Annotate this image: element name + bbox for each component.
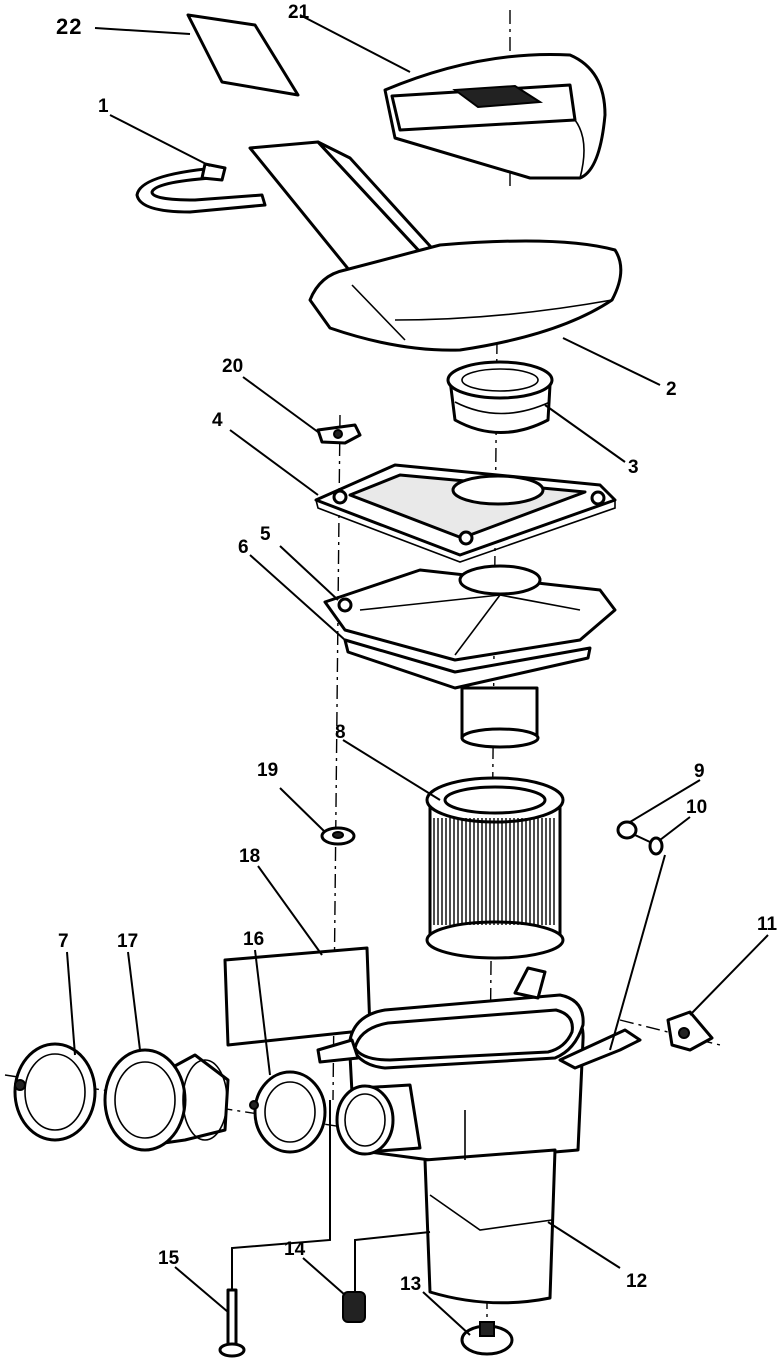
part-6-gasket <box>343 638 592 749</box>
label-7: 7 <box>58 931 69 952</box>
label-19: 19 <box>257 760 278 781</box>
part-16-clamp <box>249 1070 327 1154</box>
label-1: 1 <box>98 96 109 117</box>
part-11-clip <box>666 1010 714 1052</box>
part-17-intake-boot <box>103 1048 230 1152</box>
part-9-screw <box>616 820 651 843</box>
part-2-intake-silencer <box>248 140 623 352</box>
label-21: 21 <box>288 2 310 23</box>
part-10-washer <box>648 836 664 856</box>
label-11: 11 <box>757 914 778 935</box>
label-18: 18 <box>239 846 260 867</box>
part-20-nut <box>316 423 362 445</box>
part-14-grommet <box>342 1291 366 1323</box>
part-21-top-cover <box>383 52 607 180</box>
label-9: 9 <box>694 761 705 782</box>
part-4-cover-plate <box>314 463 617 563</box>
label-17: 17 <box>117 931 138 952</box>
label-2: 2 <box>666 379 677 400</box>
part-13-drain-valve <box>460 1321 514 1356</box>
housing-outlet <box>335 1083 422 1156</box>
part-labels: 22 21 1 2 3 20 4 5 6 8 19 9 10 11 18 7 1… <box>56 2 778 1295</box>
part-22-decal <box>186 13 300 97</box>
part-15-bolt <box>218 1288 246 1358</box>
label-8: 8 <box>335 722 346 743</box>
part-18-label-sheet <box>223 946 372 1047</box>
part-7-clamp <box>13 1042 97 1142</box>
label-13: 13 <box>400 1274 421 1295</box>
label-3: 3 <box>628 457 639 478</box>
leader-lines <box>66 14 769 1336</box>
part-8-filter-element <box>425 776 565 960</box>
label-12: 12 <box>626 1271 647 1292</box>
label-20: 20 <box>222 356 243 377</box>
part-5-airbox-lid <box>323 564 617 662</box>
label-15: 15 <box>158 1248 180 1269</box>
part-3-coupler <box>446 360 554 434</box>
part-1-strap <box>135 162 267 214</box>
part-19-washer <box>320 826 356 846</box>
filter-pleats <box>433 818 555 925</box>
label-22: 22 <box>56 14 82 39</box>
label-14: 14 <box>284 1239 306 1260</box>
label-10: 10 <box>686 797 707 818</box>
label-6: 6 <box>238 537 249 558</box>
label-4: 4 <box>212 410 223 431</box>
label-16: 16 <box>243 929 264 950</box>
label-5: 5 <box>260 524 271 545</box>
